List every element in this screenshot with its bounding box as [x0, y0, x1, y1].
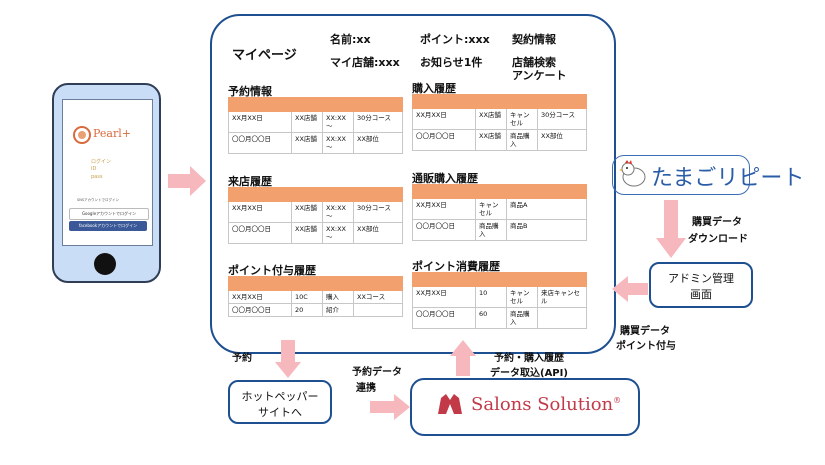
visits-title: 来店履歴 — [228, 175, 272, 188]
mail-order-title: 通販購入履歴 — [412, 172, 478, 185]
contract-link[interactable]: 契約情報 — [512, 33, 556, 46]
store-search-link[interactable]: 店舗検索 — [512, 56, 556, 69]
smartphone: Pearl+ ログイン ID pass SNSアカウントでログイン Google… — [52, 83, 161, 283]
google-login-button[interactable]: Googleアカウントでログイン — [69, 208, 149, 220]
arrow-mypage-to-hotpepper — [275, 340, 301, 378]
purchase-download-label-1: 購買データ — [692, 217, 742, 228]
purchase-download-label-2: ダウンロード — [688, 234, 748, 245]
arrow-admin-to-mypage — [612, 276, 648, 302]
admin-screen-box: アドミン管理 画面 — [649, 262, 753, 308]
facebook-login-button[interactable]: facebookアカウントでログイン — [69, 221, 147, 231]
login-label: ログイン — [91, 159, 112, 165]
import-label-1: 予約・購入履歴 — [494, 353, 564, 364]
notice-link[interactable]: お知らせ1件 — [420, 56, 483, 69]
points-granted-title: ポイント付与履歴 — [228, 264, 316, 277]
purchases-title: 購入履歴 — [412, 82, 456, 95]
arrow-tamago-to-admin — [656, 200, 686, 258]
tamago-repeat-logo: たまごリピート — [651, 166, 805, 191]
link-label-1: 予約データ — [352, 367, 402, 378]
arrow-salons-to-mypage — [450, 340, 476, 376]
name-field: 名前:xx — [330, 33, 371, 46]
reserve-label: 予約 — [232, 353, 252, 364]
salons-solution-box — [410, 378, 640, 436]
app-logo: Pearl+ — [93, 127, 131, 140]
mail-order-table: XX月XX日キャンセル商品A 〇〇月〇〇日商品購入商品B — [412, 184, 587, 241]
table-row: XX月XX日キャンセル商品A — [412, 198, 587, 220]
chicken-icon — [619, 160, 646, 187]
points-field: ポイント:xxx — [420, 33, 490, 46]
id-field[interactable]: ID — [91, 166, 97, 172]
purchase-points-label-2: ポイント付与 — [616, 341, 676, 352]
import-label-2: データ取込(API) — [490, 368, 568, 379]
pass-field[interactable]: pass — [91, 174, 103, 180]
points-used-title: ポイント消費履歴 — [412, 260, 500, 273]
phone-screen: Pearl+ ログイン ID pass SNSアカウントでログイン Google… — [62, 99, 153, 246]
arrow-phone-to-mypage — [168, 166, 206, 196]
salons-solution-logo: Salons Solution® — [471, 394, 622, 415]
admin-label-2: 画面 — [690, 288, 712, 301]
home-button — [94, 253, 116, 275]
admin-label-1: アドミン管理 — [668, 272, 734, 285]
hotpepper-label-1: ホットペッパー — [241, 390, 319, 403]
survey-link[interactable]: アンケート — [512, 69, 567, 82]
purchase-points-label-1: 購買データ — [620, 326, 670, 337]
arrow-hotpepper-to-salons — [370, 394, 410, 420]
link-label-2: 連携 — [356, 383, 376, 394]
pearl-logo-icon — [73, 126, 91, 144]
hotpepper-box: ホットペッパー サイトへ — [228, 380, 332, 424]
salons-logo-icon — [438, 394, 462, 414]
my-store-field: マイ店舗:xxx — [330, 56, 400, 69]
sns-caption: SNSアカウントでログイン — [77, 198, 120, 202]
table-row: 〇〇月〇〇日商品購入商品B — [412, 219, 587, 241]
tamago-repeat-box — [612, 155, 750, 195]
reservation-title: 予約情報 — [228, 85, 272, 98]
mypage-title: マイページ — [232, 48, 297, 63]
hotpepper-label-2: サイトへ — [258, 406, 302, 419]
